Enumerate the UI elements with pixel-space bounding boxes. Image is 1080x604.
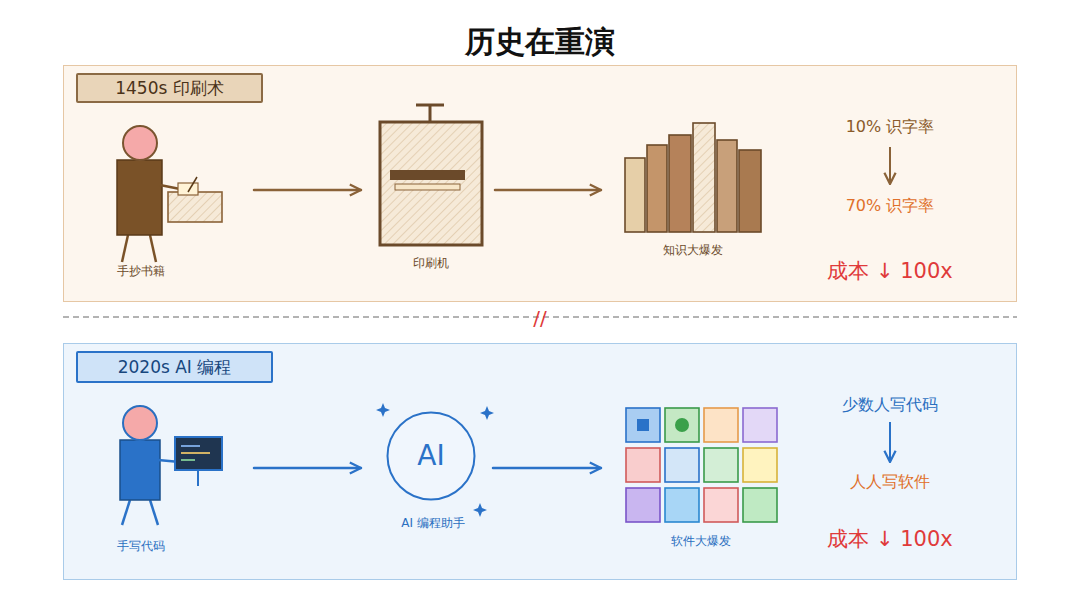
- app-grid: [665, 448, 699, 482]
- book-stack: [739, 150, 761, 232]
- coder-figure: [120, 406, 222, 525]
- scribe-figure: [117, 160, 162, 235]
- scribe-figure: [160, 185, 185, 190]
- printing-press: [429, 105, 432, 122]
- cost-text: 成本 ↓ 100x: [827, 259, 952, 284]
- app-grid: [743, 488, 777, 522]
- coder-figure: [150, 500, 158, 525]
- app-grid: [626, 488, 660, 522]
- printing-press: [380, 122, 482, 245]
- cost-text: 成本 ↓ 100x: [827, 527, 952, 552]
- figure-node: 印刷机: [369, 99, 487, 271]
- app-grid: [675, 418, 689, 432]
- app-grid: [665, 488, 699, 522]
- book-stack: [669, 135, 691, 232]
- figure-caption: 知识大爆发: [663, 243, 723, 257]
- scribe-figure: [150, 235, 156, 262]
- coder-figure: [158, 460, 180, 462]
- figure-caption: AI 编程助手: [401, 516, 465, 530]
- stat-text: 10% 识字率: [846, 117, 935, 136]
- figure-node: 手抄书籍: [101, 119, 246, 283]
- book-stack: [717, 140, 737, 232]
- app-grid: [704, 488, 738, 522]
- coder-figure: [197, 470, 199, 486]
- app-grid: [743, 448, 777, 482]
- section-tag: 2020s AI 编程: [76, 351, 273, 383]
- down-arrow: [889, 422, 891, 462]
- figure-node: 知识大爆发: [609, 113, 781, 259]
- app-grid: [704, 408, 738, 442]
- coder-figure: [175, 437, 222, 470]
- flow-arrow: [495, 189, 601, 192]
- app-grid: [743, 408, 777, 442]
- down-arrow: [889, 147, 891, 184]
- scribe-figure: [178, 183, 198, 195]
- flow-arrow: [493, 467, 601, 470]
- book-stack: [647, 145, 667, 232]
- circle-label: AI: [417, 439, 444, 473]
- coder-figure: [122, 500, 130, 525]
- coder-figure: [181, 445, 200, 447]
- coder-figure: [181, 459, 195, 461]
- flow-arrow: [254, 467, 361, 470]
- app-grid: [626, 408, 660, 442]
- circle-outline: [388, 413, 475, 500]
- app-grid: [665, 408, 699, 442]
- ai-circle: AIAI 编程助手: [386, 411, 476, 501]
- book-stack: [625, 123, 761, 232]
- printing-press: [380, 105, 482, 245]
- printing-press: [395, 184, 460, 190]
- coder-figure: [181, 452, 210, 454]
- coder-figure: [123, 406, 157, 440]
- break-mark: //: [533, 306, 546, 330]
- figure-node: 手写代码: [101, 399, 246, 556]
- scribe-figure: [188, 177, 197, 192]
- section-tag: 1450s 印刷术: [76, 73, 263, 103]
- sparkle: [376, 403, 390, 417]
- scribe-figure: [122, 235, 128, 262]
- scribe-figure: [168, 192, 222, 222]
- app-grid: [626, 408, 777, 522]
- figure-node: 软件大爆发: [609, 401, 789, 551]
- flow-arrow: [254, 189, 361, 192]
- book-stack: [625, 158, 645, 232]
- stat-text: 人人写软件: [850, 472, 930, 491]
- figure-caption: 手抄书籍: [117, 264, 165, 278]
- coder-figure: [120, 440, 160, 500]
- printing-press: [390, 170, 465, 180]
- sparkle: [480, 406, 494, 420]
- book-stack: [693, 123, 715, 232]
- scribe-figure: [117, 126, 222, 262]
- stat-text: 70% 识字率: [846, 196, 935, 215]
- stat-text: 少数人写代码: [842, 395, 938, 414]
- printing-press: [416, 104, 444, 107]
- app-grid: [637, 419, 649, 431]
- diagram-title: 历史在重演: [465, 24, 615, 60]
- app-grid: [704, 448, 738, 482]
- sparkle: [376, 403, 494, 517]
- scribe-figure: [123, 126, 157, 160]
- sparkle: [473, 503, 487, 517]
- app-grid: [626, 448, 660, 482]
- figure-caption: 软件大爆发: [671, 534, 731, 548]
- figure-caption: 印刷机: [413, 256, 449, 270]
- figure-caption: 手写代码: [117, 539, 165, 553]
